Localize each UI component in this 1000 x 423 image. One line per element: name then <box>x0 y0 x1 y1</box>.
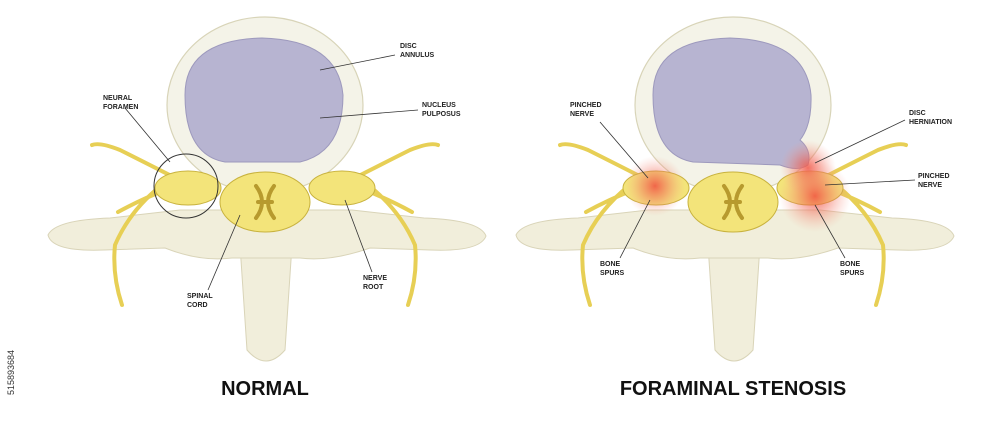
label-nucleus-pulposus: NUCLEUS PULPOSUS <box>422 102 461 118</box>
label-pinched-nerve-left: PINCHED NERVE <box>570 102 603 118</box>
leader-spinal-cord <box>207 214 241 291</box>
panel-title-stenosis: FORAMINAL STENOSIS <box>620 378 846 400</box>
stock-id: 515893684 <box>6 350 16 395</box>
leader-disc-annulus <box>319 54 396 71</box>
label-spinal-cord: SPINAL CORD <box>187 293 215 309</box>
label-bone-spurs-left: BONE SPURS <box>600 261 624 277</box>
label-neural-foramen: NEURAL FORAMEN <box>103 95 138 111</box>
gray-matter-butterfly <box>254 184 276 220</box>
label-disc-herniation: DISC HERNIATION <box>909 110 952 126</box>
leader-nucleus <box>319 109 419 119</box>
stenosis-panel: PINCHED NERVE DISC HERNIATION PINCHED NE… <box>515 16 955 400</box>
gray-matter-butterfly <box>722 184 744 220</box>
leader-herniation <box>814 119 906 164</box>
leader-foramen <box>124 107 171 163</box>
nerve-ganglion-right <box>308 170 376 206</box>
leader-pinched-right <box>824 179 916 186</box>
label-pinched-nerve-right: PINCHED NERVE <box>918 173 951 189</box>
leader-spurs-right <box>814 204 846 259</box>
label-bone-spurs-right: BONE SPURS <box>840 261 864 277</box>
nucleus-pulposus-herniated <box>652 37 812 169</box>
inflammation-glow-left <box>625 156 685 216</box>
leader-pinched-left <box>599 121 649 179</box>
inflammation-glow-right <box>779 160 851 232</box>
panel-title-normal: NORMAL <box>221 378 309 400</box>
spinous-process <box>707 244 761 362</box>
label-disc-annulus: DISC ANNULUS <box>400 43 435 59</box>
leader-spurs-left <box>619 199 651 259</box>
leader-nerve-root <box>344 199 373 273</box>
spinous-process <box>239 244 293 362</box>
normal-panel: DISC ANNULUS NUCLEUS PULPOSUS NEURAL FOR… <box>47 16 487 400</box>
nerve-ganglion-left <box>154 170 222 206</box>
vertebral-arch <box>47 209 487 260</box>
neural-foramen-circle <box>153 153 219 219</box>
nucleus-pulposus <box>184 37 344 163</box>
label-nerve-root: NERVE ROOT <box>363 275 389 291</box>
